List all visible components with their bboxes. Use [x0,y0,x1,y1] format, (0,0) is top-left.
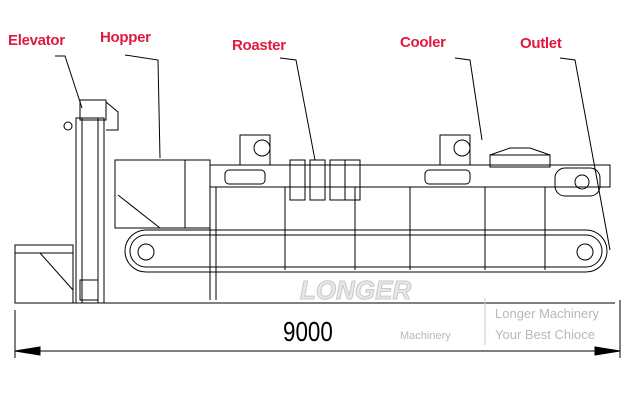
label-hopper: Hopper [100,29,151,46]
elevator [63,99,119,304]
watermark-logo: LONGER [300,275,411,305]
label-elevator: Elevator [8,32,65,49]
watermark-line2: Your Best Chioce [495,327,595,342]
label-cooler: Cooler [400,34,446,51]
dimension-line [14,346,621,356]
platform [14,244,74,304]
dimension-value: 9000 [283,316,333,347]
roaster-unit [224,134,361,201]
label-outlet: Outlet [520,35,562,52]
watermark-line1: Longer Machinery [495,306,600,321]
conveyor-belt [124,229,608,273]
leader-lines [55,54,611,251]
cooler-unit [424,134,471,185]
main-frame [209,147,611,300]
hopper [114,159,211,229]
label-roaster: Roaster [232,37,286,54]
watermark-logo-sub: Machinery [400,330,451,342]
